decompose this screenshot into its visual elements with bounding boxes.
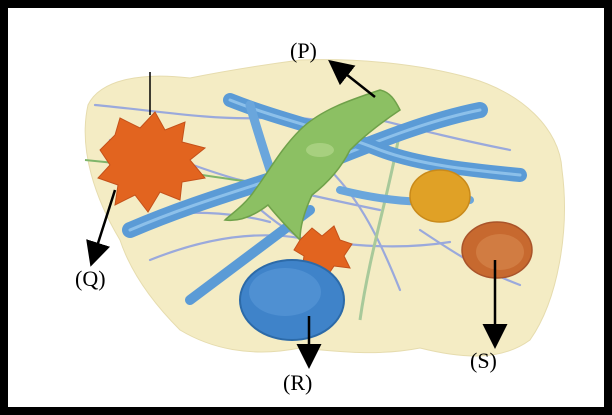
label-p: (P) [290,40,317,62]
label-r: (R) [283,372,312,394]
fibroblast-nucleus [306,143,334,157]
label-s: (S) [470,350,497,372]
label-q: (Q) [75,268,106,290]
fat-cell [410,170,470,222]
